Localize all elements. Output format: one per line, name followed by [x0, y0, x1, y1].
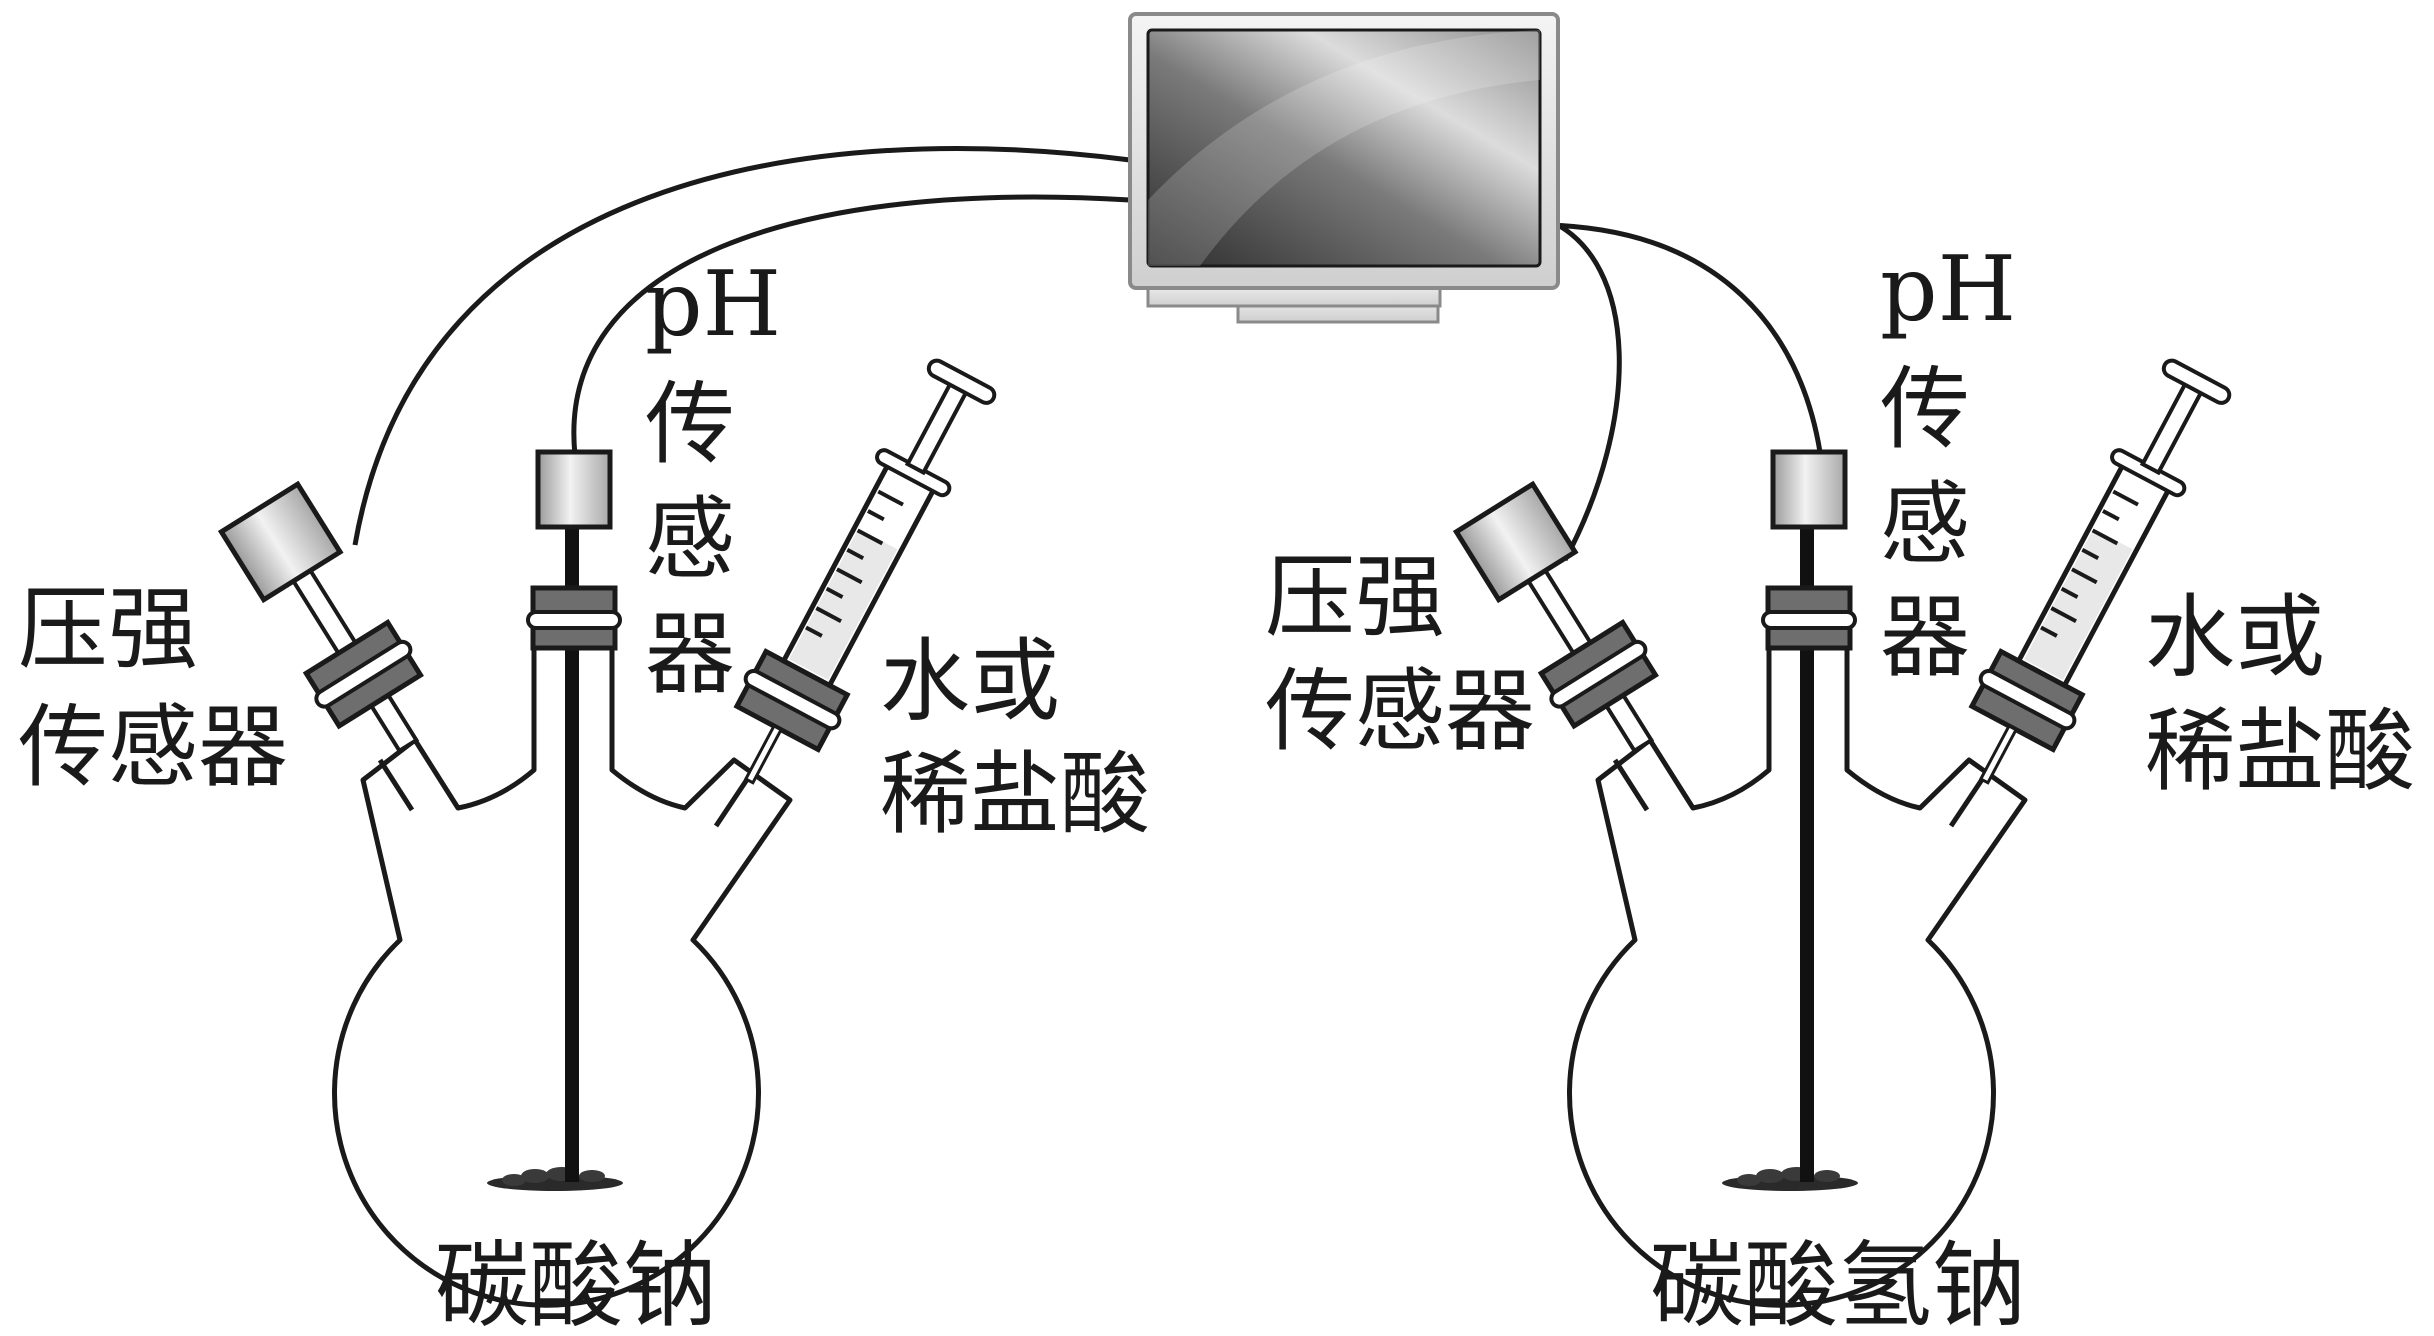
right-ph-sensor-label-line2: 传: [1880, 357, 1970, 462]
right-sample-label: 碳酸氢钠: [1650, 1232, 2026, 1336]
left-ph-sensor-label-line2: 传: [645, 372, 735, 477]
connection-wires: [352, 146, 1823, 562]
right-pressure-sensor-label-line2: 传感器: [1265, 659, 1535, 764]
right-pressure-sensor-label-line1: 压强: [1265, 545, 1445, 650]
right-ph-sensor-label-line4: 器: [1880, 585, 1970, 690]
right-apparatus: [1449, 350, 2246, 1305]
left-reagent-label-line2: 稀盐酸: [880, 742, 1150, 847]
left-ph-sensor-label-line1: pH: [645, 252, 781, 357]
left-labels: 压强 传感器 pH 传 感 器 水或 稀盐酸 碳酸钠: [18, 252, 1150, 1336]
computer-monitor-icon: [1128, 12, 1560, 324]
right-ph-sensor-label-line1: pH: [1880, 237, 2016, 342]
left-pressure-sensor-label-line2: 传感器: [18, 695, 288, 800]
left-ph-sensor-label-line3: 感: [645, 487, 735, 592]
right-labels: 压强 传感器 pH 传 感 器 水或 稀盐酸 碳酸氢钠: [1265, 237, 2415, 1336]
right-reagent-label-line2: 稀盐酸: [2145, 699, 2415, 804]
left-reagent-label-line1: 水或: [880, 629, 1060, 734]
left-ph-sensor-label-line4: 器: [645, 602, 735, 707]
right-ph-sensor-label-line3: 感: [1880, 472, 1970, 577]
left-pressure-sensor-label-line1: 压强: [18, 577, 198, 682]
left-sample-label: 碳酸钠: [435, 1232, 717, 1336]
right-reagent-label-line1: 水或: [2145, 585, 2325, 690]
